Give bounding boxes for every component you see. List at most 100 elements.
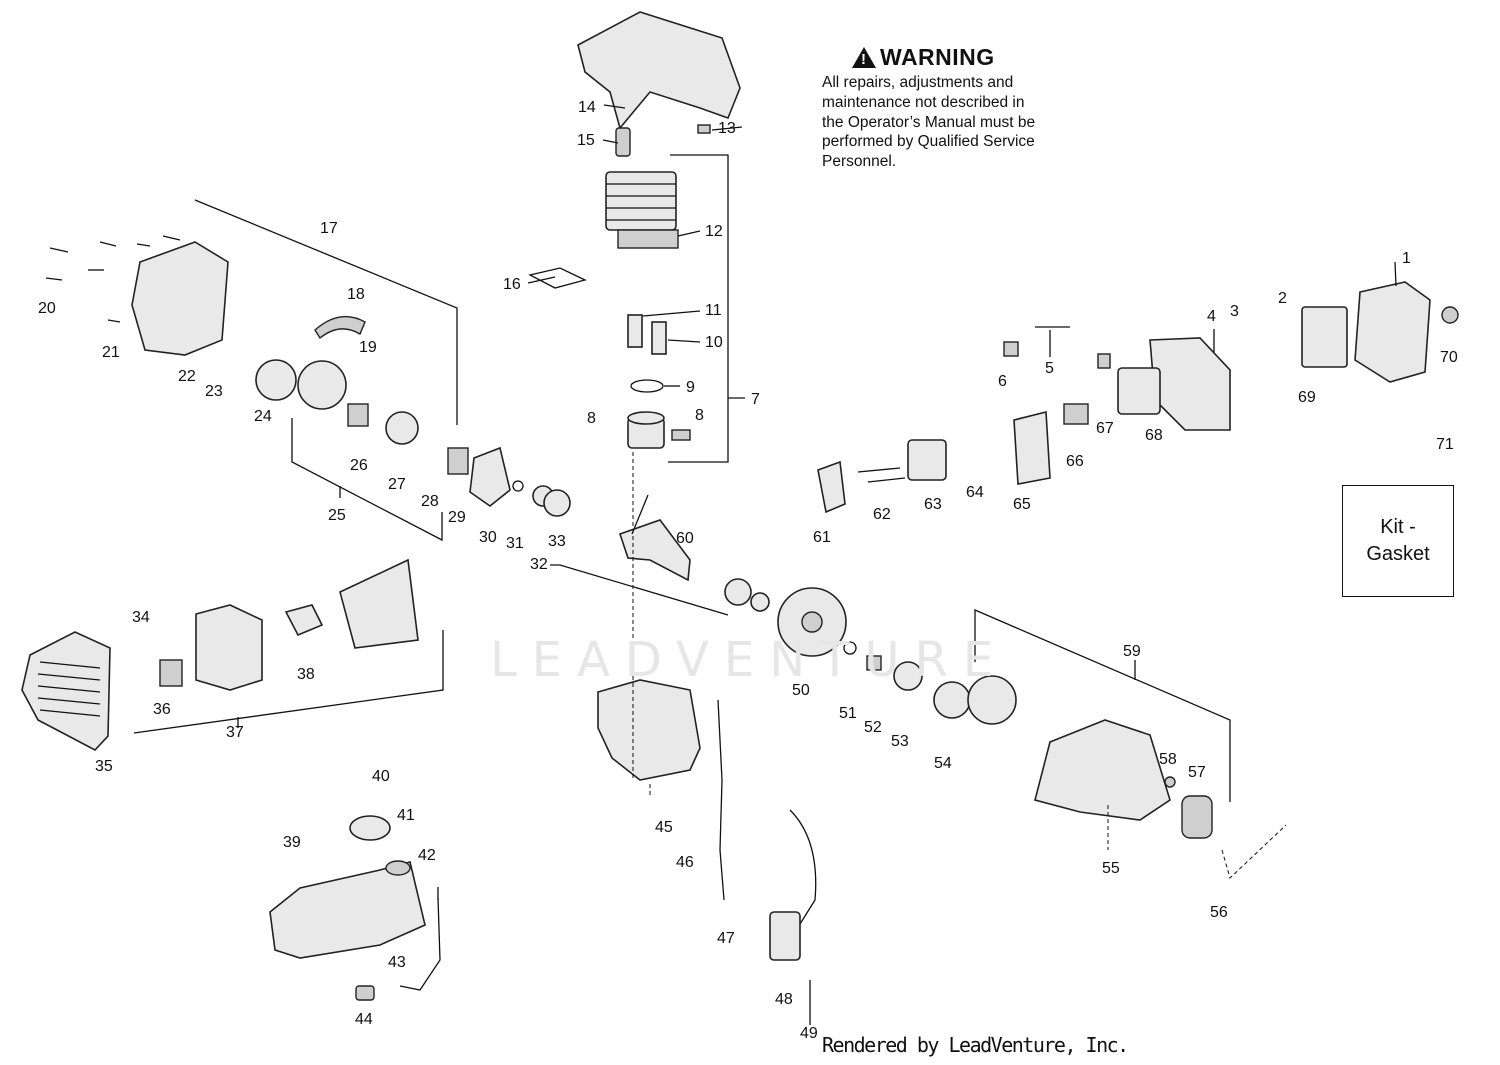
callout-71: 71 (1436, 436, 1454, 453)
callout-69: 69 (1298, 389, 1316, 406)
callout-38: 38 (297, 666, 315, 683)
part-engine-cover (577, 11, 741, 130)
part-10 (651, 321, 667, 355)
part-piston (627, 411, 665, 449)
part-gasket-38 (284, 604, 324, 637)
part-clutch-drum (967, 675, 1017, 725)
callout-40: 40 (372, 768, 390, 785)
callout-65: 65 (1013, 496, 1031, 513)
callout-32: 32 (530, 556, 548, 573)
callout-7: 7 (751, 391, 760, 408)
callout-16: 16 (503, 276, 521, 293)
callout-2: 2 (1278, 290, 1287, 307)
callout-41: 41 (397, 807, 415, 824)
callout-67: 67 (1096, 420, 1114, 437)
part-pulley (297, 360, 347, 410)
part-piston-pin (671, 429, 691, 441)
callout-52: 52 (864, 719, 882, 736)
callout-18: 18 (347, 286, 365, 303)
callout-5: 5 (1045, 360, 1054, 377)
part-bolt-62a (857, 467, 901, 473)
callout-8b: 8 (695, 407, 704, 424)
screws-20-21 (45, 235, 181, 323)
part-bracket-29 (447, 447, 469, 475)
callout-26: 26 (350, 457, 368, 474)
leader-lines (133, 104, 1397, 1025)
part-cup-27 (385, 411, 419, 445)
callout-58: 58 (1159, 751, 1177, 768)
watermark-text: LEADVENTURE (490, 632, 1009, 688)
callout-55: 55 (1102, 860, 1120, 877)
callout-14: 14 (578, 99, 596, 116)
part-plate-36 (159, 659, 183, 687)
callout-59: 59 (1123, 643, 1141, 660)
warning-heading: WARNING (852, 44, 1112, 71)
callout-23: 23 (205, 383, 223, 400)
part-boot-66 (1063, 403, 1089, 425)
callout-46: 46 (676, 854, 694, 871)
part-fuel-filter (355, 985, 375, 1001)
part-knob-70 (1441, 306, 1459, 324)
callout-45: 45 (655, 819, 673, 836)
part-plate-61 (817, 460, 846, 514)
part-nut-58 (1164, 776, 1176, 788)
callout-29: 29 (448, 509, 466, 526)
callout-53: 53 (891, 733, 909, 750)
warning-title: WARNING (880, 44, 995, 70)
parts-artwork (21, 11, 1459, 1001)
part-fuel-cap (349, 815, 391, 841)
callout-37: 37 (226, 724, 244, 741)
part-11 (627, 314, 643, 348)
callout-8a: 8 (587, 410, 596, 427)
callout-22: 22 (178, 368, 196, 385)
callout-51: 51 (839, 705, 857, 722)
callout-47: 47 (717, 930, 735, 947)
callout-19: 19 (359, 339, 377, 356)
callout-12: 12 (705, 223, 723, 240)
callout-49: 49 (800, 1025, 818, 1042)
part-57 (1181, 795, 1213, 839)
callout-4: 4 (1207, 308, 1216, 325)
part-muffler (195, 604, 263, 691)
part-housing-30 (469, 446, 511, 507)
warning-notice: WARNING All repairs, adjustments and mai… (822, 44, 1112, 172)
callout-66: 66 (1066, 453, 1084, 470)
part-crankcase (597, 679, 701, 781)
part-spark-plug (615, 127, 631, 157)
callout-20: 20 (38, 300, 56, 317)
callout-1: 1 (1402, 250, 1411, 267)
callout-42: 42 (418, 847, 436, 864)
callout-50: 50 (792, 682, 810, 699)
callout-21: 21 (102, 344, 120, 361)
part-starter-housing (131, 241, 229, 356)
callout-28: 28 (421, 493, 439, 510)
callout-30: 30 (479, 529, 497, 546)
part-carburetor (1117, 367, 1161, 415)
part-fuel-tank (269, 861, 426, 959)
part-cylinder (605, 171, 679, 249)
callout-6: 6 (998, 373, 1007, 390)
callout-11: 11 (705, 302, 722, 319)
callout-60: 60 (676, 530, 694, 547)
callout-17: 17 (320, 220, 338, 237)
callout-39: 39 (283, 834, 301, 851)
part-heat-shield (339, 558, 419, 649)
callout-62: 62 (873, 506, 891, 523)
callout-57: 57 (1188, 764, 1206, 781)
kit-gasket-box: Kit - Gasket (1342, 485, 1454, 597)
callout-56: 56 (1210, 904, 1228, 921)
part-filter-base (1149, 337, 1231, 431)
part-spacer-52 (866, 655, 882, 671)
part-washer-31 (512, 480, 524, 492)
callout-68: 68 (1145, 427, 1163, 444)
part-gasket-65 (1013, 410, 1051, 485)
callout-3: 3 (1230, 303, 1239, 320)
part-bolt-62b (867, 477, 906, 483)
callout-61: 61 (813, 529, 831, 546)
part-spring-26 (347, 403, 369, 427)
callout-54: 54 (934, 755, 952, 772)
warning-text: All repairs, adjustments and maintenance… (822, 74, 1036, 171)
part-screw-13 (697, 124, 711, 134)
callout-33: 33 (548, 533, 566, 550)
